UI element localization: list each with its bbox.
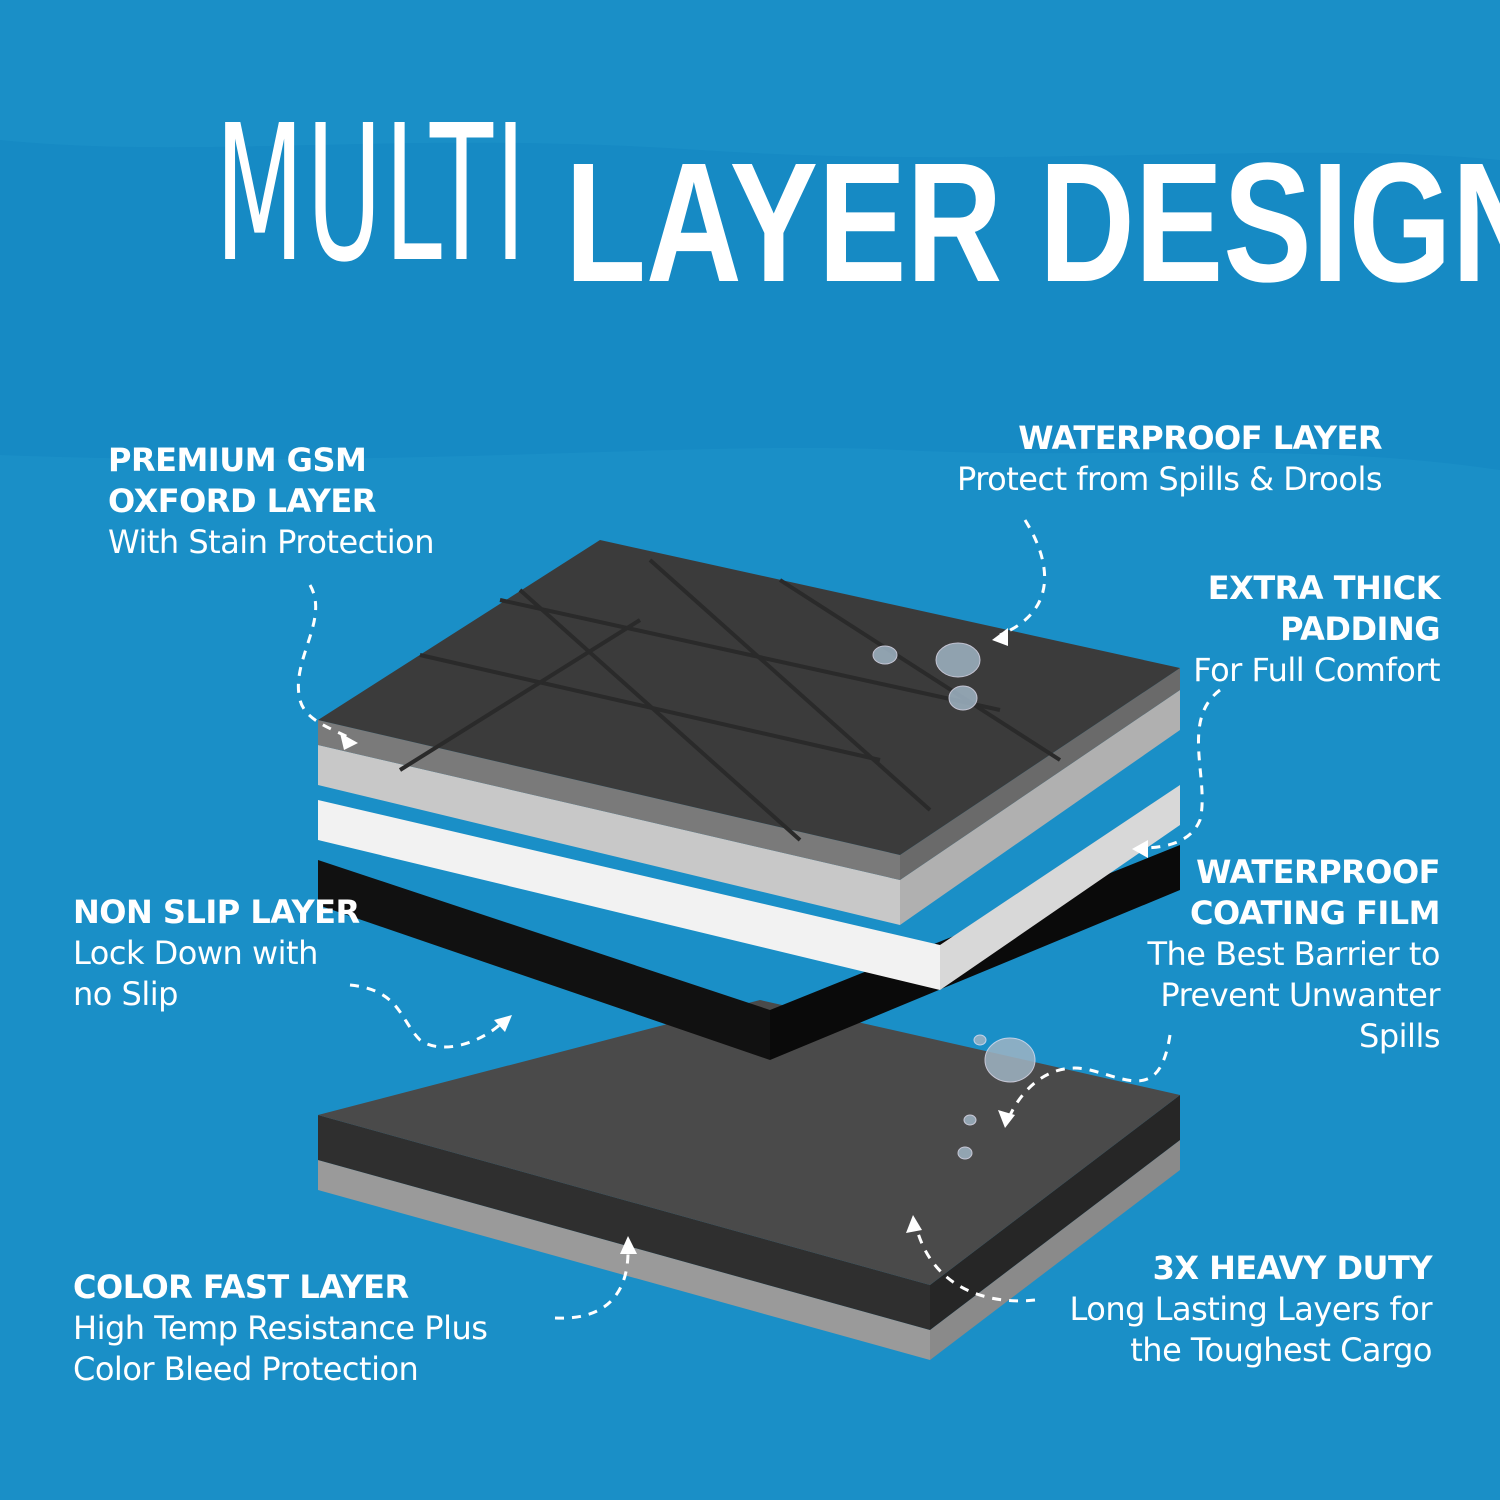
page-title: MULTI LAYER DESIGN	[215, 85, 1500, 318]
label-subtext: Prevent Unwanter	[1160, 976, 1440, 1014]
label-heading: WATERPROOF	[1196, 853, 1440, 891]
label-subtext: Spills	[1359, 1017, 1440, 1055]
label-subtext: Long Lasting Layers for	[1069, 1290, 1433, 1328]
label-heading: OXFORD LAYER	[108, 482, 376, 520]
water-droplets	[872, 642, 1036, 1160]
label-extra-thick-padding: EXTRA THICK PADDING For Full Comfort	[1193, 568, 1440, 691]
label-subtext: High Temp Resistance Plus	[73, 1309, 488, 1347]
title-bold: LAYER DESIGN	[565, 128, 1500, 318]
label-subtext: the Toughest Cargo	[1130, 1331, 1432, 1369]
label-non-slip: NON SLIP LAYER Lock Down with no Slip	[73, 892, 360, 1015]
label-heading: WATERPROOF LAYER	[1018, 419, 1382, 457]
label-heading: COATING FILM	[1189, 894, 1441, 932]
label-coating-film: WATERPROOF COATING FILM The Best Barrier…	[1147, 852, 1440, 1057]
label-heading: NON SLIP LAYER	[73, 893, 360, 931]
bottom-slab	[318, 1000, 1180, 1360]
label-heading: PREMIUM GSM	[108, 441, 367, 479]
label-heading: COLOR FAST LAYER	[73, 1268, 409, 1306]
label-heading: PADDING	[1280, 610, 1440, 648]
label-subtext: With Stain Protection	[108, 523, 435, 561]
oxford-top-pad	[318, 540, 1180, 925]
label-subtext: Lock Down with	[73, 934, 318, 972]
label-subtext: Color Bleed Protection	[73, 1350, 419, 1388]
label-heavy-duty: 3X HEAVY DUTY Long Lasting Layers for th…	[1069, 1248, 1433, 1371]
dashed-leader-lines	[296, 519, 1221, 1320]
waterproof-white-layer	[318, 785, 1180, 990]
arrowheads	[340, 628, 1148, 1254]
label-waterproof-layer: WATERPROOF LAYER Protect from Spills & D…	[956, 418, 1383, 500]
label-subtext: no Slip	[73, 975, 178, 1013]
label-subtext: For Full Comfort	[1193, 651, 1440, 689]
label-premium-oxford: PREMIUM GSM OXFORD LAYER With Stain Prot…	[108, 440, 435, 563]
label-subtext: Protect from Spills & Drools	[956, 460, 1383, 498]
label-heading: 3X HEAVY DUTY	[1152, 1249, 1433, 1287]
label-color-fast: COLOR FAST LAYER High Temp Resistance Pl…	[73, 1267, 488, 1390]
label-heading: EXTRA THICK	[1207, 569, 1441, 607]
label-subtext: The Best Barrier to	[1147, 935, 1440, 973]
